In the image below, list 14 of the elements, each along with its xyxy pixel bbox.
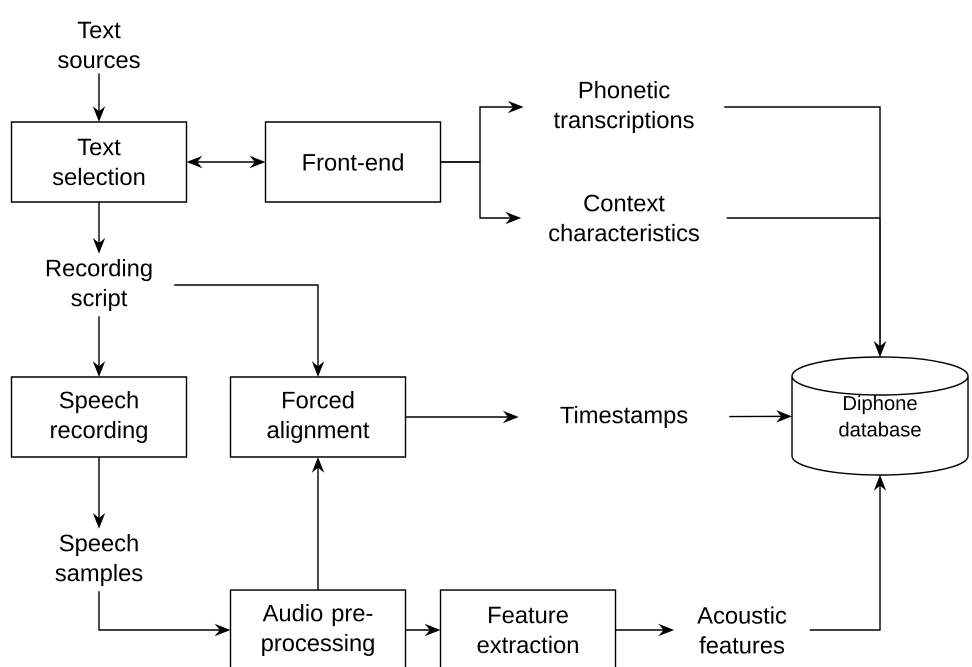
data-label: Acoustic features (697, 606, 786, 654)
process-box: Front-end (264, 121, 442, 203)
data-label: Recording script (46, 259, 152, 311)
data-label: Speech samples (56, 534, 142, 586)
process-box: Audio pre-processing (230, 589, 406, 667)
process-box: Speech recording (10, 376, 188, 458)
data-label: Phonetic transcriptions (554, 81, 694, 133)
process-box: Forced alignment (230, 376, 406, 458)
data-label: Timestamps (560, 406, 688, 428)
process-box: Text selection (10, 121, 188, 203)
data-label: Text sources (58, 22, 140, 68)
data-label: Context characteristics (549, 194, 699, 242)
database-cylinder: Diphone database (791, 356, 969, 476)
process-box: Feature extraction (440, 589, 616, 667)
